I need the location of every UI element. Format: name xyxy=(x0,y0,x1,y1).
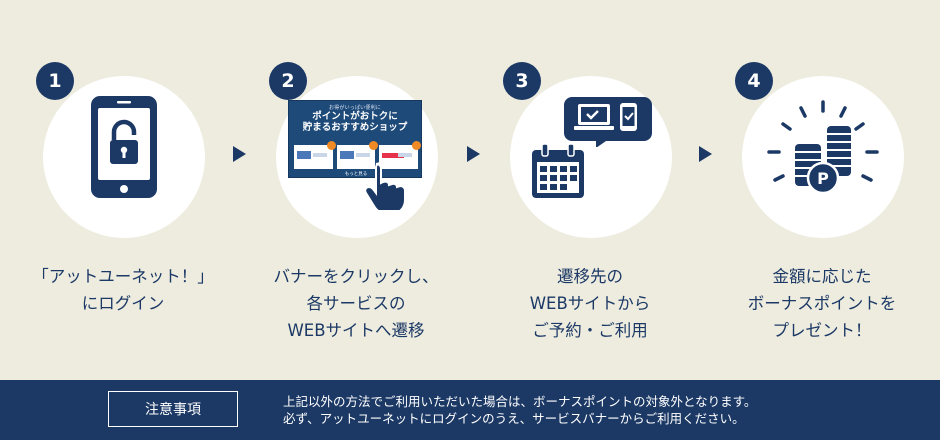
step-3-number-badge: 3 xyxy=(503,62,541,100)
notice-footer: 注意事項 上記以外の方法でご利用いただいた場合は、ボーナスポイントの対象外となり… xyxy=(0,380,940,440)
devices-speech-bubble-icon xyxy=(564,97,652,147)
step-1-number-badge: 1 xyxy=(36,62,74,100)
step-3-caption: 遷移先の WEBサイトから ご予約・ご利用 xyxy=(529,267,651,340)
arrow-right-icon xyxy=(699,146,712,162)
banner-shop-card xyxy=(294,141,336,169)
step-4: 4 xyxy=(717,0,927,380)
coin-point-icon: P xyxy=(767,100,879,195)
step-4-number-badge: 4 xyxy=(735,62,773,100)
service-banner-image: お得がいっぱい便利に ポイントがおトクに 貯まるおすすめショップ もっと見る xyxy=(288,100,422,178)
step-1-caption: 「アットユーネット！」 にログイン xyxy=(32,267,214,313)
hand-pointer-icon xyxy=(364,162,406,210)
banner-shop-cards xyxy=(294,141,421,169)
svg-text:P: P xyxy=(817,169,829,188)
arrow-right-icon xyxy=(467,146,480,162)
notice-line: 上記以外の方法でご利用いただいた場合は、ボーナスポイントの対象外となります。 xyxy=(283,394,757,409)
calendar-icon xyxy=(532,143,584,198)
steps-section: 1 「アットユーネット！」 にログイン 2 バナーをクリックし、 各サービスの … xyxy=(18,0,927,380)
step-3: 3 遷移先の WEBサイトから ご予約・ご利用 xyxy=(485,0,695,380)
step-2: 2 バナーをクリックし、 各サービスの WEBサイトへ遷移 xyxy=(251,0,461,380)
smartphone-lock-icon xyxy=(91,96,157,198)
step-1: 1 「アットユーネット！」 にログイン xyxy=(18,0,228,380)
banner-shop-card xyxy=(379,141,421,169)
step-4-caption: 金額に応じた ボーナスポイントを プレゼント！ xyxy=(747,267,897,340)
step-2-caption: バナーをクリックし、 各サービスの WEBサイトへ遷移 xyxy=(273,267,439,340)
notice-button[interactable]: 注意事項 xyxy=(108,391,238,427)
banner-shop-card xyxy=(336,141,379,169)
banner-title: ポイントがおトクに 貯まるおすすめショップ xyxy=(302,111,408,133)
banner-more-label: もっと見る xyxy=(344,172,368,177)
notice-line: 必ず、アットユーネットにログインのうえ、サービスバナーからご利用ください。 xyxy=(283,411,745,426)
step-2-number-badge: 2 xyxy=(269,62,307,100)
arrow-right-icon xyxy=(233,146,246,162)
banner-subtitle: お得がいっぱい便利に xyxy=(328,105,381,111)
notice-text: 上記以外の方法でご利用いただいた場合は、ボーナスポイントの対象外となります。 必… xyxy=(283,393,923,427)
